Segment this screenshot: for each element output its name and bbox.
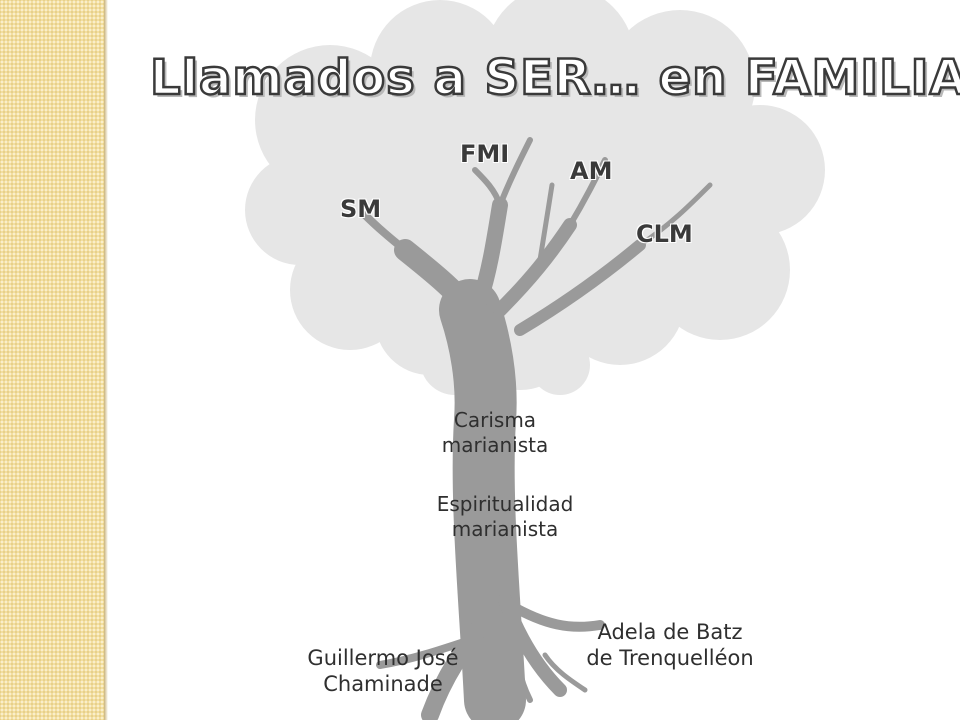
branch-label-fmi: FMI (460, 140, 510, 168)
decorative-side-band (0, 0, 104, 720)
adela-line-1: Adela de Batz (597, 620, 743, 644)
branch-label-sm: SM (340, 195, 382, 223)
branch-label-clm: CLM (636, 220, 693, 248)
root-label-chaminade: Guillermo José Chaminade (288, 645, 478, 697)
tree-roots (376, 591, 605, 720)
espiritualidad-line-2: marianista (451, 517, 559, 541)
slide-title: Llamados a SER… en FAMILIA (149, 49, 960, 108)
chaminade-line-1: Guillermo José (307, 646, 459, 670)
branch-label-am: AM (570, 157, 613, 185)
root-label-adela: Adela de Batz de Trenquelléon (572, 619, 768, 671)
carisma-line-2: marianista (441, 433, 549, 457)
trunk-label-espiritualidad: Espiritualidad marianista (405, 492, 605, 542)
adela-line-2: de Trenquelléon (586, 646, 754, 670)
trunk-label-carisma: Carisma marianista (405, 408, 585, 458)
side-band-edge (104, 0, 108, 720)
carisma-line-1: Carisma (453, 408, 537, 432)
chaminade-line-2: Chaminade (323, 672, 443, 696)
espiritualidad-line-1: Espiritualidad (436, 492, 574, 516)
